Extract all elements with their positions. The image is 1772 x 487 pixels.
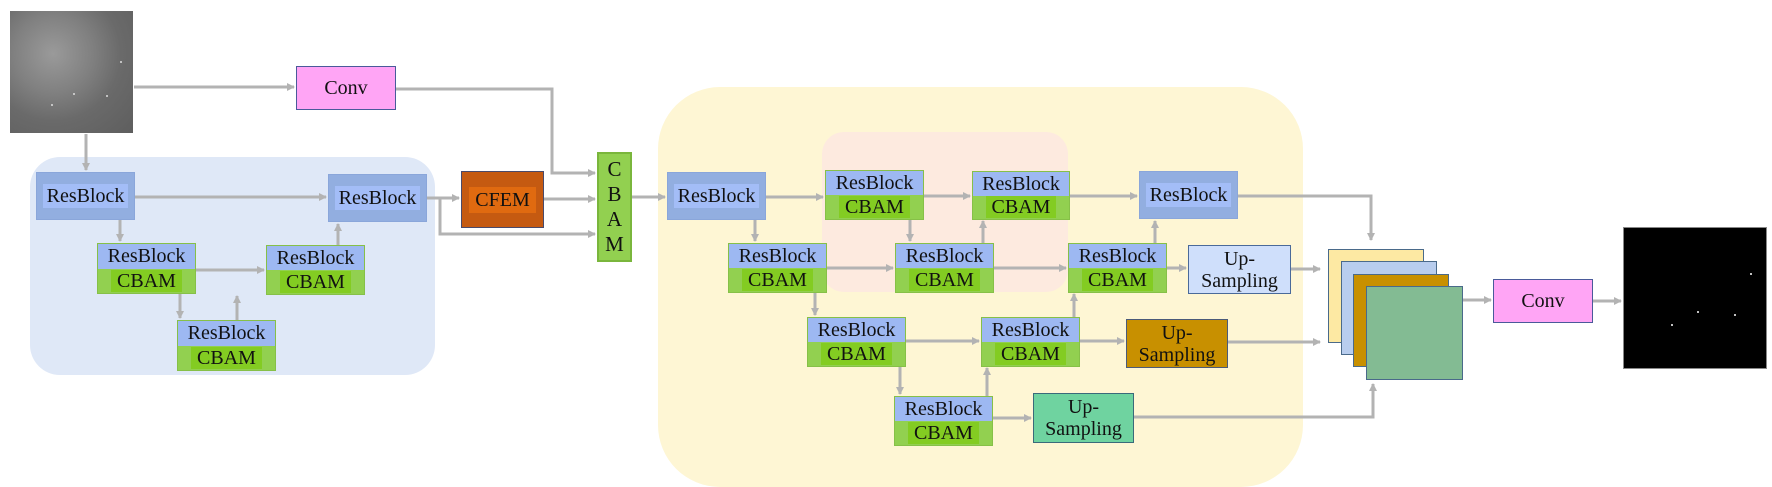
conv-block-input: Conv xyxy=(296,66,396,110)
cbam-label: CBAM xyxy=(908,422,979,444)
cbam-letter: A xyxy=(606,207,623,231)
cbam-fusion-block: C B A M xyxy=(597,152,632,262)
decoder-resblock-1: ResBlock xyxy=(667,172,766,220)
arrow-rb2-bypass-to-cbam xyxy=(438,198,596,238)
resblock-label: ResBlock xyxy=(673,184,760,208)
upsampling-block-3: Up- Sampling xyxy=(1033,393,1134,443)
resblock-label: ResBlock xyxy=(982,172,1060,195)
decoder-resblock-cbam-r1b: ResBlock CBAM xyxy=(972,171,1070,220)
upsampling-label-line1: Up- xyxy=(1161,321,1193,344)
encoder-resblock-cbam-b: ResBlock CBAM xyxy=(177,320,276,371)
upsampling-label-line1: Up- xyxy=(1067,396,1100,418)
cfem-block: CFEM xyxy=(461,171,544,228)
resblock-label: ResBlock xyxy=(187,322,266,345)
resblock-label: ResBlock xyxy=(738,245,817,267)
decoder-resblock-cbam-r2a: ResBlock CBAM xyxy=(728,243,827,293)
resblock-label: ResBlock xyxy=(334,186,421,210)
cbam-label: CBAM xyxy=(985,196,1057,219)
encoder-resblock-2: ResBlock xyxy=(328,174,427,222)
decoder-resblock-cbam-r2c: ResBlock CBAM xyxy=(1068,243,1167,293)
upsampling-block-2: Up- Sampling xyxy=(1126,319,1228,368)
connection-arrows xyxy=(82,83,1622,422)
cbam-letter: B xyxy=(607,182,622,206)
resblock-label: ResBlock xyxy=(904,398,983,420)
cbam-label: CBAM xyxy=(839,196,910,218)
resblock-label: ResBlock xyxy=(817,319,896,341)
resblock-label: ResBlock xyxy=(1078,245,1157,267)
decoder-resblock-cbam-r3a: ResBlock CBAM xyxy=(807,317,906,367)
conv-block-output: Conv xyxy=(1493,279,1593,323)
conv-label: Conv xyxy=(1521,290,1565,312)
arrow-up3-to-stack xyxy=(1134,383,1377,419)
resblock-label: ResBlock xyxy=(991,319,1070,341)
cbam-label: CBAM xyxy=(111,269,182,292)
cbam-letter: M xyxy=(605,232,624,256)
resblock-label: ResBlock xyxy=(905,245,984,267)
upsampling-block-1: Up- Sampling xyxy=(1188,245,1291,294)
resblock-label: ResBlock xyxy=(107,245,186,268)
arrow-d2-to-stack xyxy=(1238,194,1375,241)
cbam-label: CBAM xyxy=(821,343,892,365)
decoder-resblock-cbam-r1a: ResBlock CBAM xyxy=(825,170,924,220)
conv-label: Conv xyxy=(324,77,368,99)
cbam-letter: C xyxy=(607,157,622,181)
cbam-label: CBAM xyxy=(280,271,351,293)
encoder-resblock-1: ResBlock xyxy=(36,172,135,220)
decoder-resblock-cbam-r2b: ResBlock CBAM xyxy=(895,243,994,293)
upsampling-label-line2: Sampling xyxy=(1045,418,1122,440)
resblock-label: ResBlock xyxy=(1145,183,1232,207)
segmentation-mask-output xyxy=(1623,227,1767,369)
arrow-conv-to-cbam xyxy=(396,87,596,177)
infrared-input-image xyxy=(10,11,133,133)
upsampling-label-line2: Sampling xyxy=(1201,269,1278,292)
cbam-label: CBAM xyxy=(909,269,980,291)
cbam-label: CBAM xyxy=(191,346,262,369)
upsampling-label-line1: Up- xyxy=(1223,247,1256,270)
encoder-resblock-cbam-a: ResBlock CBAM xyxy=(97,243,196,294)
encoder-resblock-cbam-c: ResBlock CBAM xyxy=(266,245,365,295)
cbam-label: CBAM xyxy=(742,269,813,291)
cfem-label: CFEM xyxy=(469,186,536,213)
resblock-label: ResBlock xyxy=(42,184,129,208)
feature-map-4 xyxy=(1366,286,1463,380)
resblock-label: ResBlock xyxy=(835,172,914,194)
resblock-label: ResBlock xyxy=(276,247,355,269)
decoder-resblock-cbam-r4: ResBlock CBAM xyxy=(894,396,993,446)
decoder-resblock-cbam-r3b: ResBlock CBAM xyxy=(981,317,1080,367)
upsampling-label-line2: Sampling xyxy=(1138,343,1216,366)
decoder-resblock-2: ResBlock xyxy=(1139,171,1238,219)
cbam-label: CBAM xyxy=(995,343,1066,365)
cbam-label: CBAM xyxy=(1082,269,1153,291)
